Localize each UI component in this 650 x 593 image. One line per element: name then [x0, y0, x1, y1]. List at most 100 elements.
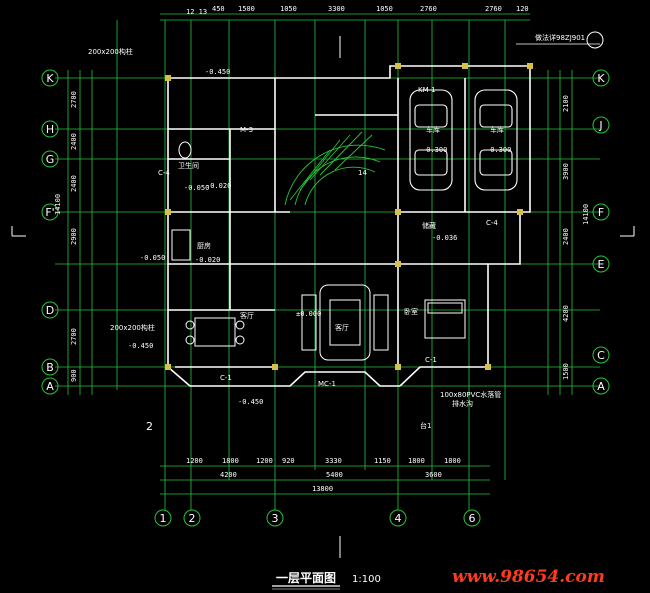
bottom-dim-5: 1150 — [374, 457, 391, 465]
axis-bottom-4: 6 — [469, 512, 476, 525]
bottom-dim-row2-0: 4200 — [220, 471, 237, 479]
watermark-text: www.98654.com — [452, 567, 605, 587]
room-level-kitchen: -0.020 — [195, 256, 220, 264]
room-level-living: ±0.000 — [296, 310, 321, 318]
top-dim-1: 1500 — [238, 5, 255, 13]
axis-bubbles-right: K J F E C A — [592, 69, 610, 395]
axis-left-2: G — [46, 153, 55, 166]
axis-right-4: C — [597, 349, 605, 362]
room-level-garage-2: -0.300 — [486, 146, 511, 154]
walls — [167, 65, 531, 387]
spiral-staircase — [284, 131, 386, 206]
level-2: -0.050 — [140, 254, 165, 262]
left-total: 14100 — [54, 194, 62, 215]
label-door-mc: MC-1 — [318, 380, 336, 388]
level-3: -0.450 — [238, 398, 263, 406]
right-seg-1: 3900 — [562, 163, 570, 180]
bottom-dim-0: 1200 — [186, 457, 203, 465]
axis-bottom-0: 1 — [160, 512, 167, 525]
label-door-km: KM-1 — [418, 86, 436, 94]
right-seg-3: 2400 — [562, 228, 570, 245]
bottom-dimensions: 1200 1800 1200 920 3330 1150 1800 1800 4… — [186, 457, 461, 493]
left-seg-2: 2400 — [70, 175, 78, 192]
top-dim-5: 2760 — [420, 5, 437, 13]
left-seg-5: 900 — [70, 369, 78, 382]
misc-labels: 200x200构柱 200x200构柱 KM-1 M-3 MC-1 C-1 C-… — [88, 47, 501, 430]
columns — [165, 63, 533, 370]
label-step: 台1 — [420, 421, 431, 430]
right-seg-4: 1500 — [562, 363, 570, 380]
bottom-dim-7: 1800 — [444, 457, 461, 465]
top-dim-4: 1050 — [376, 5, 393, 13]
crop-marks — [11, 36, 635, 558]
furniture — [171, 141, 466, 361]
axis-left-5: B — [46, 361, 54, 374]
right-seg-2: 4200 — [562, 305, 570, 322]
top-dim-6: 2760 — [485, 5, 502, 13]
top-dim-0: 450 — [212, 5, 225, 13]
label-pipe: 100x80PVC水落管 — [440, 390, 501, 399]
room-name-living: 客厅 — [335, 323, 349, 332]
room-level-storage: -0.036 — [432, 234, 457, 242]
room-name-garage-1: 车库 — [426, 125, 440, 134]
axis-left-1: H — [46, 123, 54, 136]
left-seg-4: 2700 — [70, 328, 78, 345]
level-marks: -0.450 -0.450 -0.050 -0.450 -0.020 — [128, 68, 263, 406]
room-level-garage-1: -0.300 — [422, 146, 447, 154]
level-4: -0.020 — [206, 182, 231, 190]
room-labels: 客厅 客厅 ±0.000 车库 -0.300 车库 -0.300 卧室 厨房 -… — [178, 125, 511, 332]
drawing-title: 一层平面图 — [276, 571, 336, 585]
left-seg-3: 2900 — [70, 228, 78, 245]
ref-note: 做法详98ZJ901 — [516, 31, 604, 49]
axis-bottom-3: 4 — [395, 512, 402, 525]
side-number: 2 — [146, 420, 153, 433]
left-seg-1: 2400 — [70, 133, 78, 150]
axis-right-5: A — [597, 380, 605, 393]
bottom-dim-1: 1800 — [222, 457, 239, 465]
room-name-garage-2: 车库 — [490, 125, 504, 134]
label-col-size: 200x200构柱 — [88, 47, 133, 56]
axis-right-3: E — [598, 258, 605, 271]
top-dimensions: 12 13 450 1500 1050 3300 1050 2760 2760 … — [186, 5, 529, 16]
right-segment-dims: 2100 3900 4200 2400 1500 — [562, 95, 570, 380]
room-name-dining: 客厅 — [240, 311, 254, 320]
axis-right-0: K — [597, 72, 605, 85]
right-seg-0: 2100 — [562, 95, 570, 112]
top-dim-3: 3300 — [328, 5, 345, 13]
label-col-size-2: 200x200构柱 — [110, 323, 155, 332]
room-name-bedroom: 卧室 — [404, 307, 418, 316]
top-dim-2: 1050 — [280, 5, 297, 13]
bottom-dim-2: 1200 — [256, 457, 273, 465]
axis-bubbles-bottom: 1 2 3 4 6 — [154, 509, 481, 527]
right-total: 14100 — [582, 204, 590, 225]
axis-left-4: D — [46, 304, 54, 317]
axis-left-6: A — [46, 380, 54, 393]
axis-bottom-2: 3 — [272, 512, 279, 525]
label-pipe-2: 排水沟 — [452, 399, 473, 408]
drawing-scale: 1:100 — [352, 574, 381, 585]
room-name-storage: 储藏 — [422, 221, 436, 230]
axis-bottom-1: 2 — [189, 512, 196, 525]
axis-right-1: J — [598, 119, 602, 132]
axis-left-0: K — [46, 72, 54, 85]
bottom-dim-row2-1: 5400 — [326, 471, 343, 479]
bottom-dim-3: 920 — [282, 457, 295, 465]
label-window-c1b: C-1 — [425, 356, 437, 364]
garage-cars — [409, 89, 518, 191]
level-1: -0.450 — [128, 342, 153, 350]
label-door-m3: M-3 — [240, 126, 253, 134]
bottom-dim-6: 1800 — [408, 457, 425, 465]
level-0: -0.450 — [205, 68, 230, 76]
left-seg-0: 2700 — [70, 91, 78, 108]
label-window-c1a: C-1 — [220, 374, 232, 382]
axis-bubbles-left: K H G F' D B A — [41, 69, 59, 395]
room-level-bath: -0.050 — [184, 184, 209, 192]
grid-lines — [55, 13, 600, 510]
drawing-title-block: 一层平面图 1:100 — [272, 571, 381, 590]
bottom-total: 13800 — [312, 485, 333, 493]
room-name-kitchen: 厨房 — [197, 241, 211, 250]
axis-left-3: F' — [45, 206, 54, 219]
label-window-c4a: C-4 — [158, 169, 170, 177]
bottom-dim-row2-2: 3600 — [425, 471, 442, 479]
